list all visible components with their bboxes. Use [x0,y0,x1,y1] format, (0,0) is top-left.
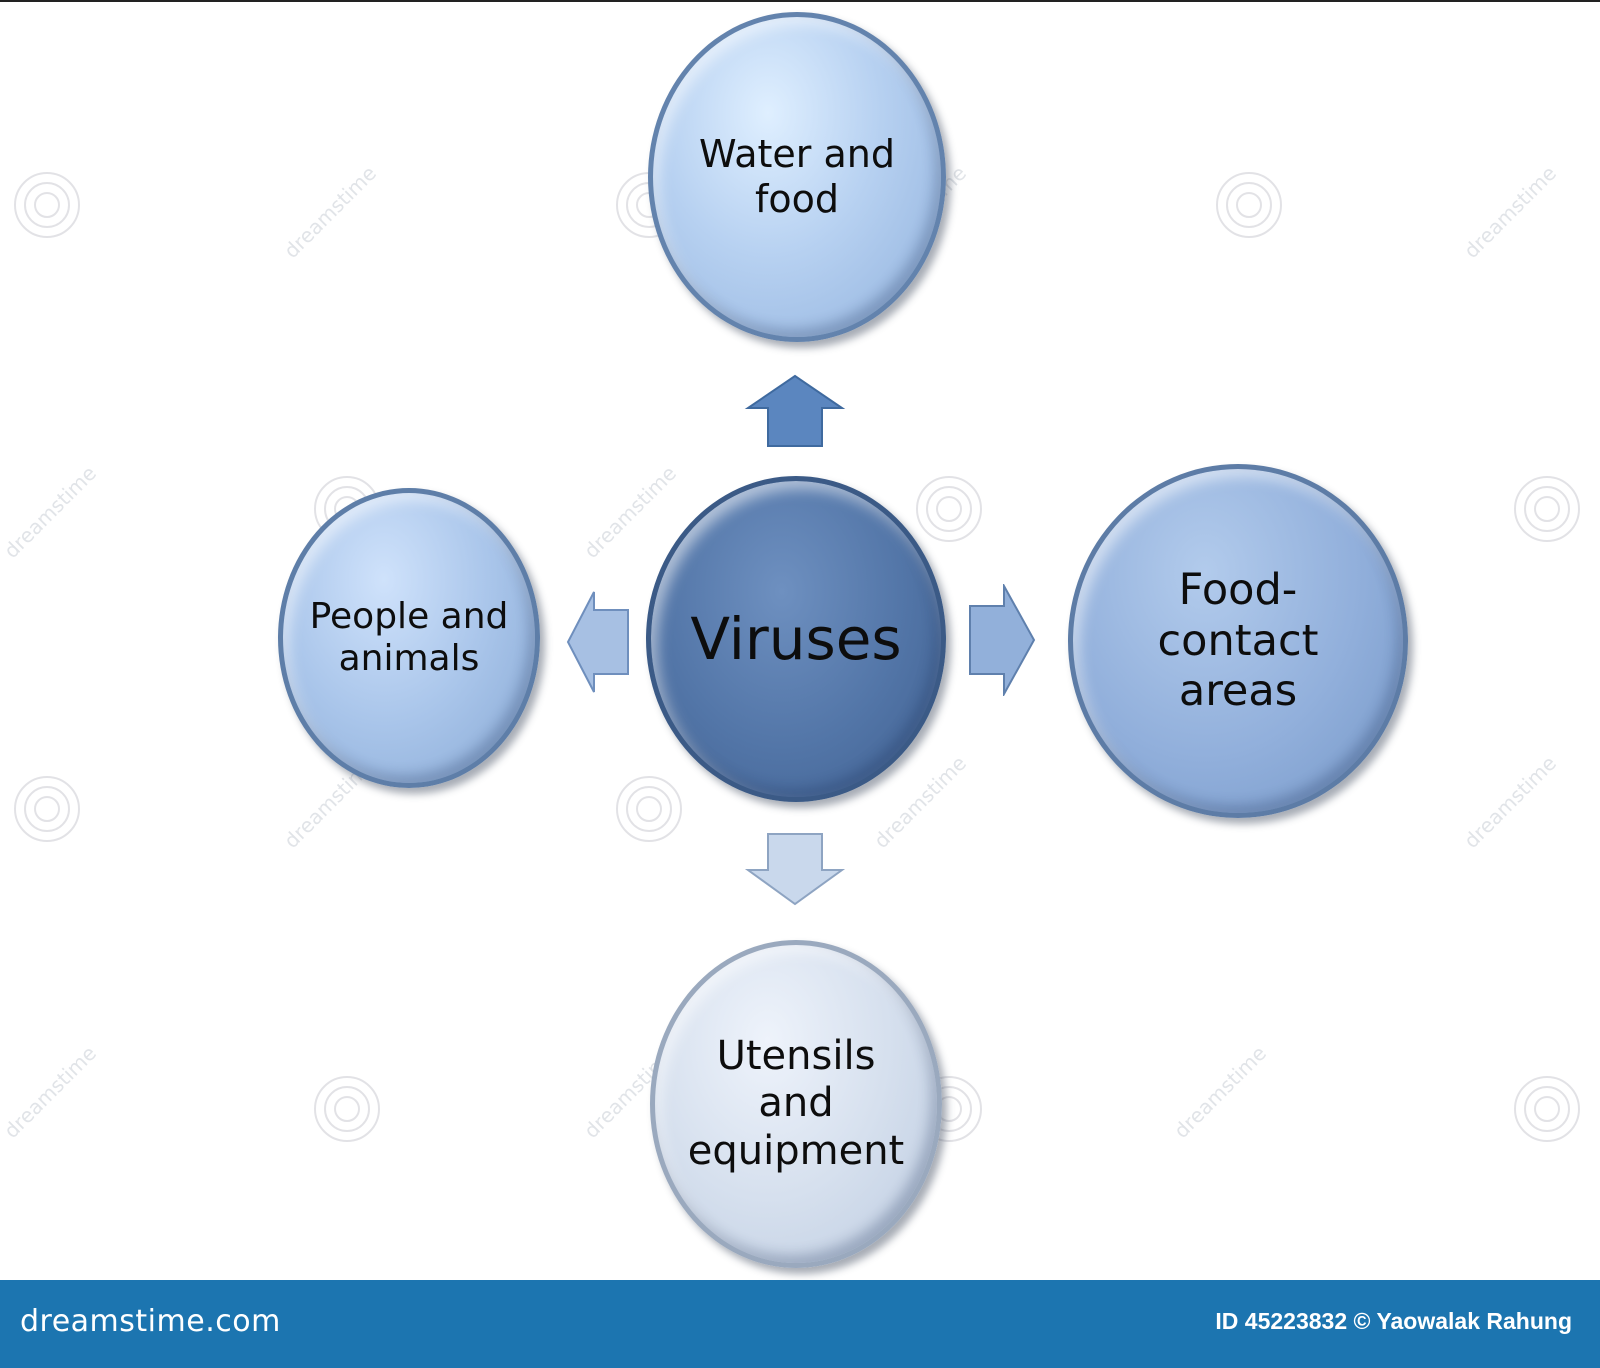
watermark-swirl-icon [1514,1076,1580,1142]
watermark-text: dreamstime [579,461,682,563]
node-people-and-animals: People and animals [278,488,540,788]
watermark-text: dreamstime [279,161,382,263]
watermark-text: dreamstime [1459,161,1562,263]
node-water-and-food-label: Water and food [699,132,895,221]
watermark-text: dreamstime [1459,751,1562,853]
arrow-down-icon [744,833,846,906]
node-food-contact-areas: Food- contact areas [1068,464,1408,818]
watermark-swirl-icon [1514,476,1580,542]
footer-bar: dreamstime.com ID 45223832 © Yaowalak Ra… [0,1280,1600,1368]
top-border-line [0,0,1600,2]
node-people-and-animals-label: People and animals [309,595,509,679]
arrow-right-icon [969,584,1036,696]
watermark-swirl-icon [14,172,80,238]
node-utensils-and-equipment-label: Utensils and equipment [687,1033,905,1174]
footer-credit: ID 45223832 © Yaowalak Rahung [1215,1308,1572,1334]
watermark-text: dreamstime [0,461,102,563]
node-water-and-food: Water and food [648,12,946,342]
node-viruses-label: Viruses [690,604,902,673]
watermark-swirl-icon [1216,172,1282,238]
node-viruses-center: Viruses [646,476,946,802]
watermark-text: dreamstime [0,1041,102,1143]
arrow-left-icon [566,591,629,693]
watermark-swirl-icon [916,476,982,542]
watermark-swirl-icon [616,776,682,842]
arrow-up-icon [744,374,846,447]
node-utensils-and-equipment: Utensils and equipment [650,940,942,1268]
watermark-swirl-icon [14,776,80,842]
node-food-contact-areas-label: Food- contact areas [1157,564,1319,717]
footer-logo: dreamstime.com [20,1304,281,1339]
watermark-text: dreamstime [1169,1041,1272,1143]
watermark-swirl-icon [314,1076,380,1142]
